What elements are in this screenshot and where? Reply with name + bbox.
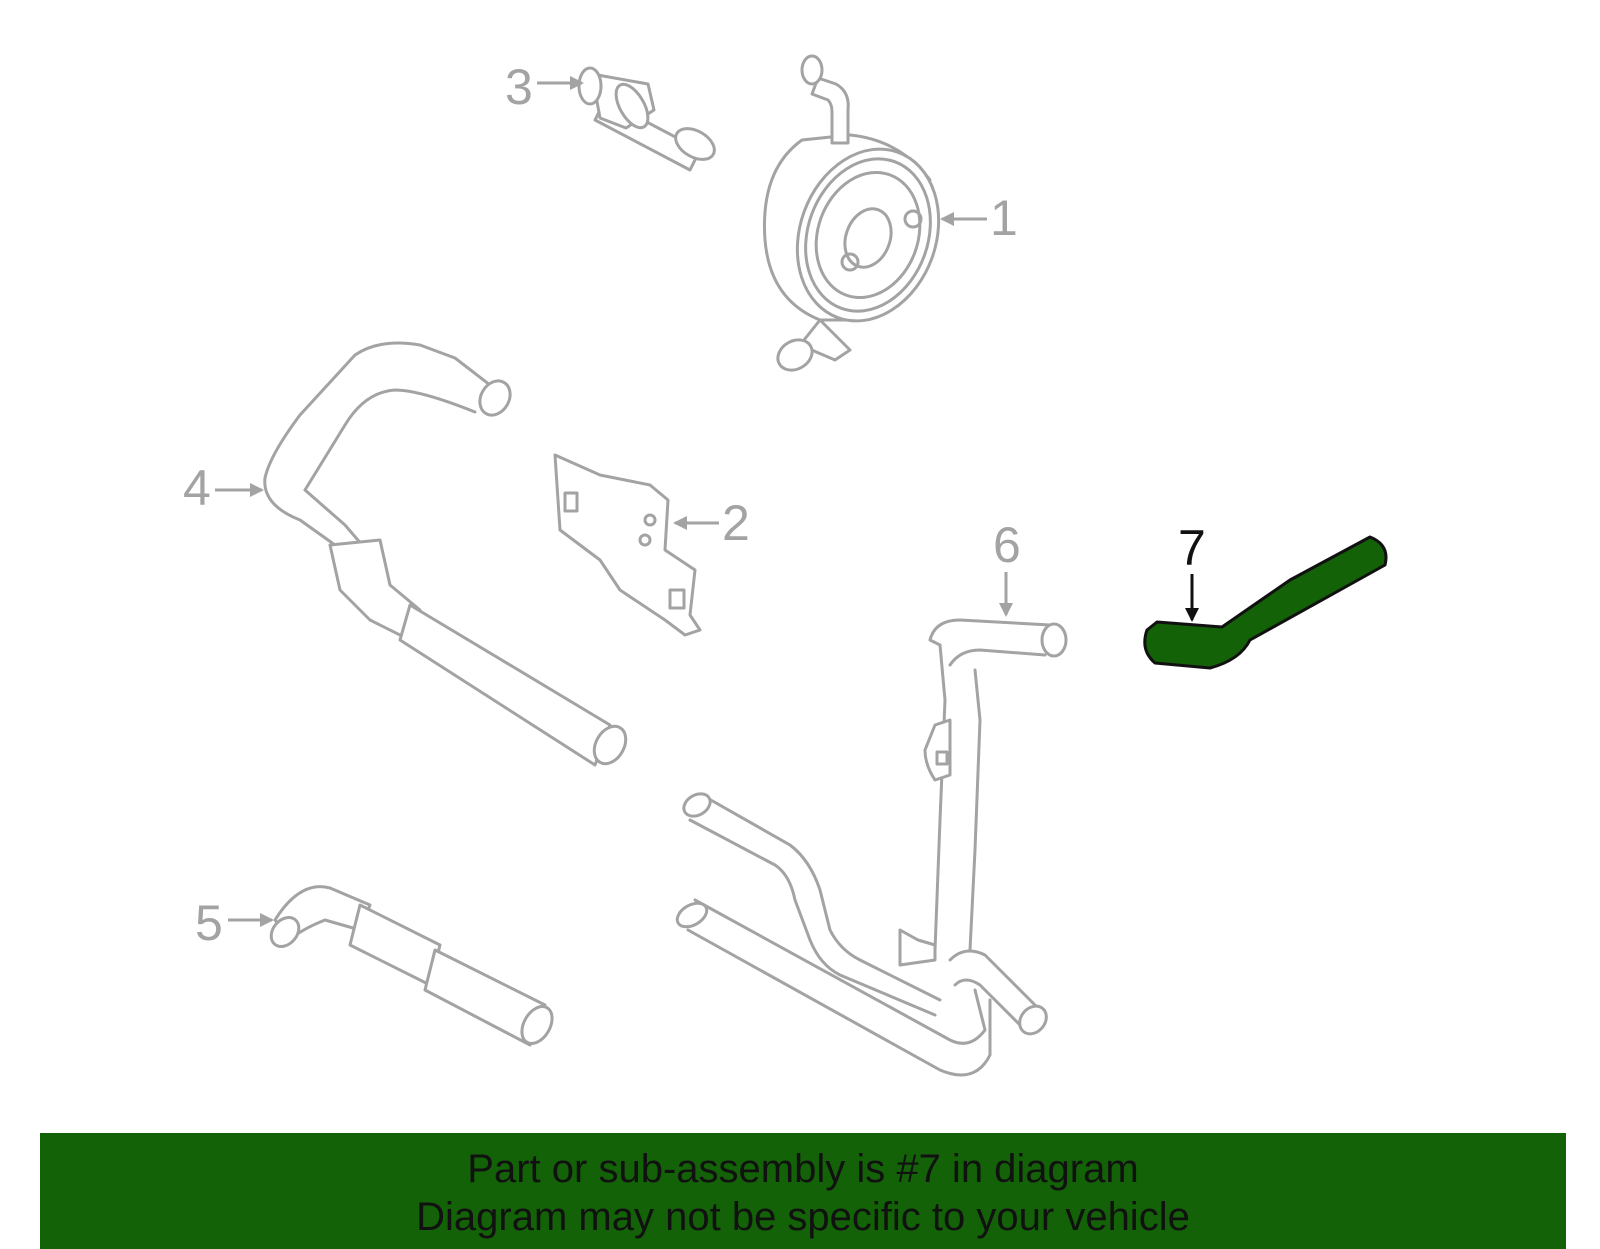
callout-3: 3 (505, 59, 533, 115)
part-4-hose (263, 341, 628, 767)
banner-line-1: Part or sub-assembly is #7 in diagram (467, 1147, 1139, 1191)
callout-1: 1 (990, 190, 1018, 246)
part-1-oil-cooler (762, 54, 941, 372)
info-banner: Part or sub-assembly is #7 in diagram Di… (40, 1133, 1566, 1249)
callout-6: 6 (993, 517, 1021, 573)
callout-5: 5 (195, 895, 223, 951)
callout-arrows (215, 76, 1199, 927)
part-2-bracket (553, 453, 702, 637)
part-3-fitting (577, 66, 716, 172)
part-6-pipe-assembly (675, 618, 1068, 1077)
banner-line-2: Diagram may not be specific to your vehi… (416, 1195, 1190, 1239)
part-7-hose-highlighted (1143, 535, 1388, 670)
callout-4: 4 (183, 460, 211, 516)
part-5-hose (269, 885, 554, 1047)
callout-2: 2 (722, 495, 750, 551)
callout-7: 7 (1178, 520, 1206, 576)
